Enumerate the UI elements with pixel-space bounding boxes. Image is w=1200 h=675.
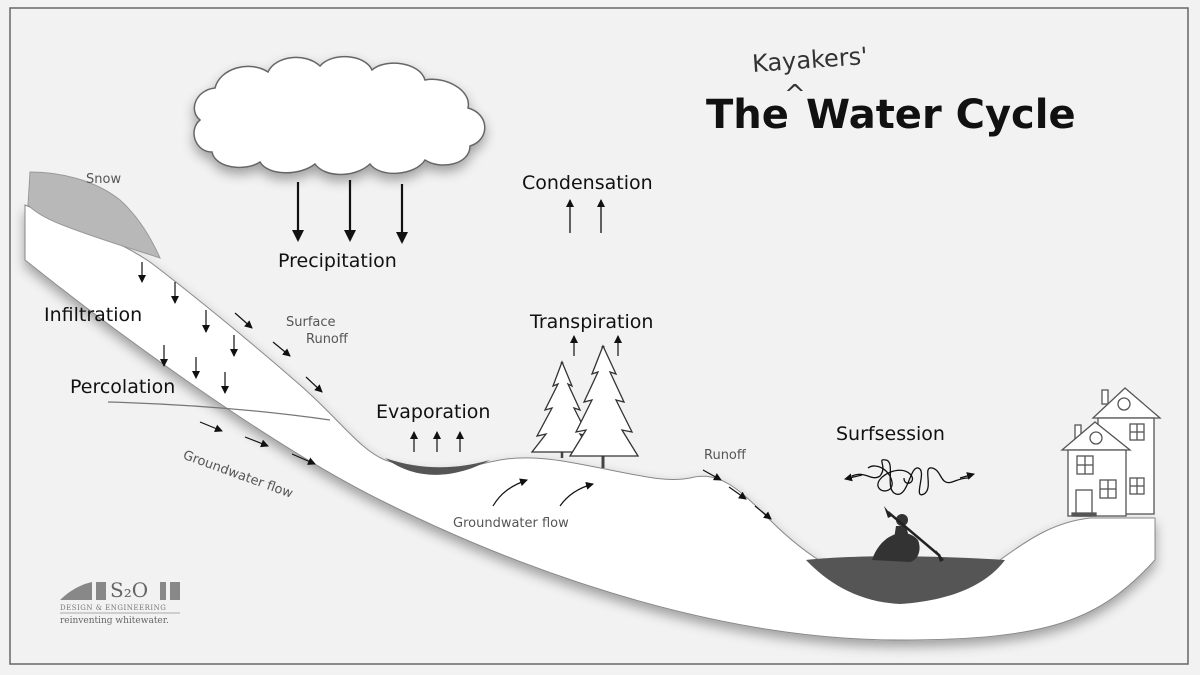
- pine-tree-right: [568, 344, 640, 468]
- runoff-arrow-2: [728, 486, 747, 500]
- kayaker: [872, 506, 944, 562]
- pond: [385, 458, 490, 475]
- surface-runoff-arrow-3: [305, 376, 323, 393]
- title-the: The: [706, 92, 789, 138]
- label-percolation: Percolation: [70, 376, 176, 398]
- label-snow: Snow: [86, 172, 122, 187]
- houses: [1060, 387, 1162, 517]
- label-runoff: Runoff: [704, 448, 746, 463]
- surface-runoff-arrow-2: [272, 341, 291, 357]
- label-surface-runoff-line1: Surface: [286, 315, 336, 330]
- groundwater-arrow-3: [291, 453, 316, 465]
- cloud: [193, 55, 486, 176]
- groundwater-arrow-2: [244, 436, 269, 448]
- groundwater-arrow-1: [199, 421, 223, 433]
- label-transpiration: Transpiration: [530, 311, 654, 333]
- label-precipitation: Precipitation: [278, 250, 397, 272]
- label-surfsession: Surfsession: [836, 423, 945, 445]
- title-caret: ^: [784, 80, 806, 110]
- aquifer-line: [107, 401, 331, 421]
- label-surface-runoff-line2: Runoff: [306, 332, 348, 347]
- logo-wordmark: S₂O: [110, 578, 149, 602]
- runoff-arrow-1: [702, 469, 722, 481]
- page-title: Water Cycle: [806, 92, 1076, 138]
- groundwater-curve-arrow-2: [559, 481, 594, 507]
- label-groundwater-flow-center: Groundwater flow: [453, 516, 569, 531]
- logo-mark: [60, 582, 180, 614]
- river-water: [806, 556, 1005, 604]
- groundwater-curve-arrow-1: [492, 478, 528, 507]
- label-infiltration: Infiltration: [44, 304, 143, 326]
- surf-squiggle: [844, 459, 975, 496]
- logo-tagline: reinventing whitewater.: [60, 616, 169, 626]
- surface-runoff-arrow-1: [234, 312, 253, 329]
- snow-cap: [27, 171, 161, 259]
- runoff-arrow-3: [754, 505, 772, 520]
- label-condensation: Condensation: [522, 172, 653, 194]
- label-evaporation: Evaporation: [376, 401, 491, 423]
- logo-subline: DESIGN & ENGINEERING: [60, 604, 167, 612]
